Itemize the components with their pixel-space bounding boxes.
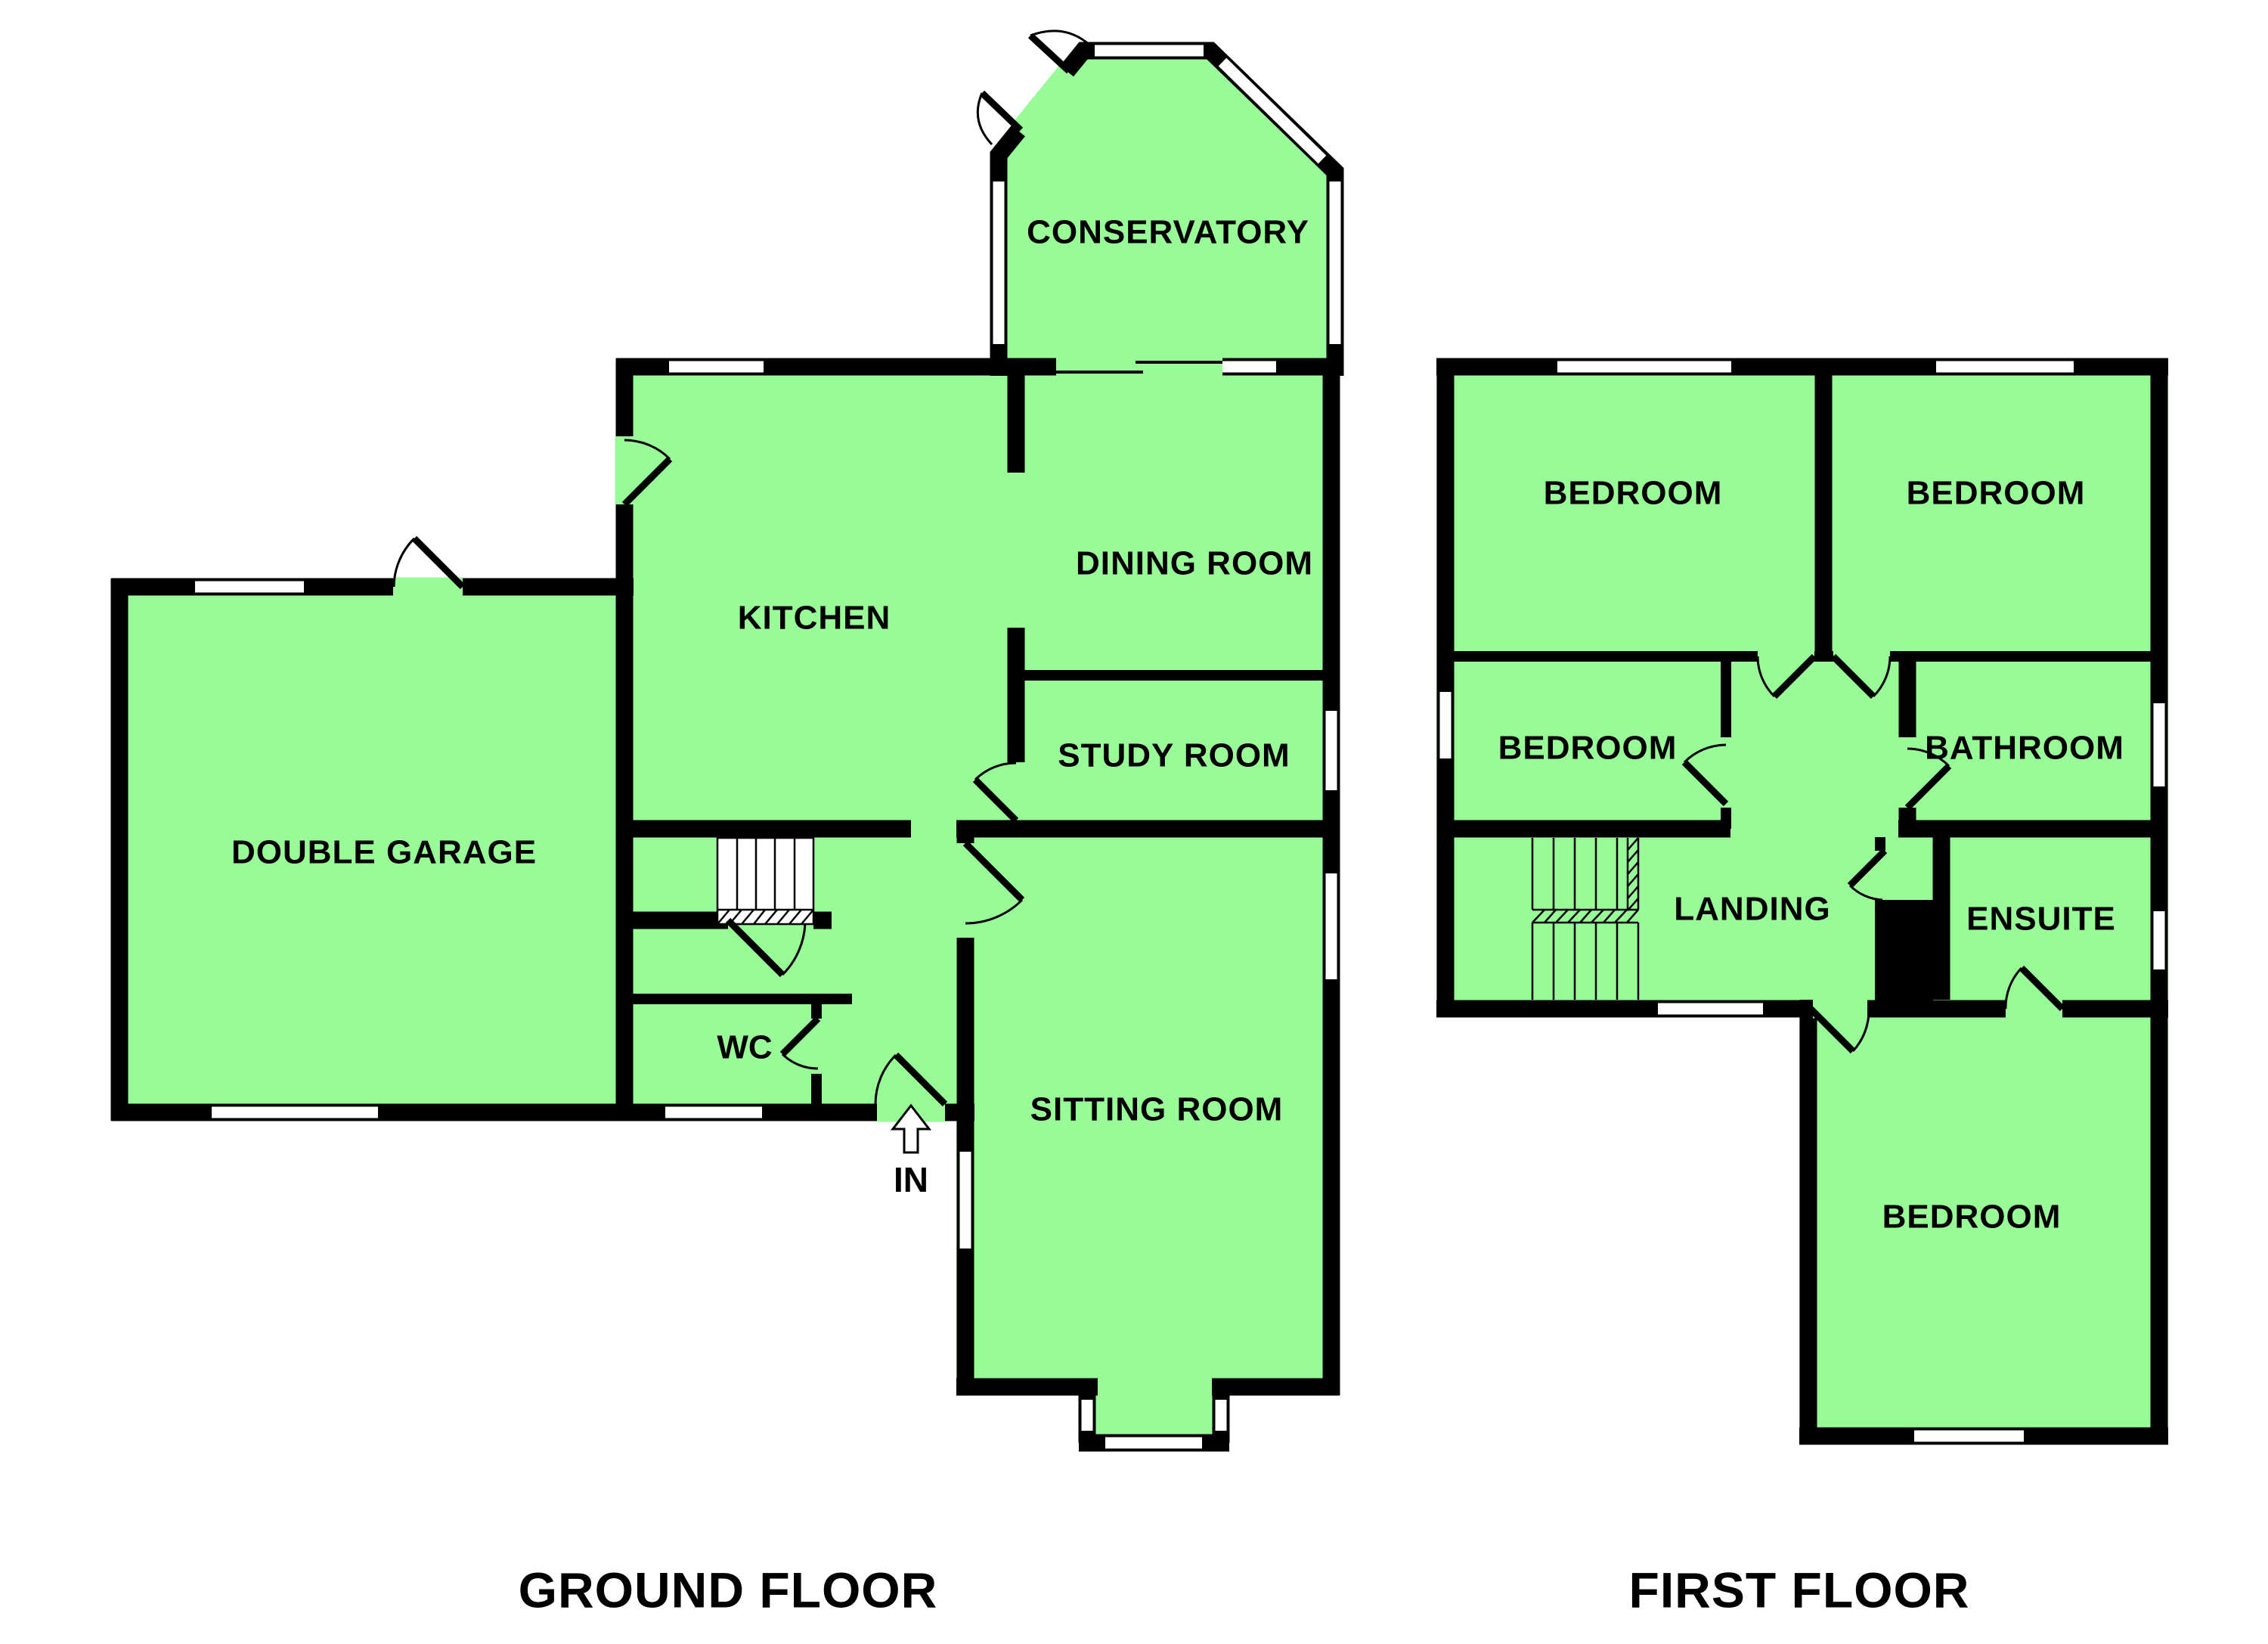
ground-floor-doors xyxy=(392,29,1091,1107)
room-label-landing: LANDING xyxy=(1674,891,1830,928)
first-floor-title: FIRST FLOOR xyxy=(1629,1562,1970,1618)
room-label-bedroom-front-left: BEDROOM xyxy=(1544,475,1723,512)
kitchen-side-door xyxy=(621,439,673,507)
room-label-sitting: SITTING ROOM xyxy=(1030,1091,1284,1128)
ground-floor-labels: CONSERVATORY DINING ROOM KITCHEN STUDY R… xyxy=(231,214,1313,1200)
room-label-conservatory: CONSERVATORY xyxy=(1027,214,1309,251)
void-block xyxy=(1875,900,1933,1017)
room-label-bedroom-front-right: BEDROOM xyxy=(1907,475,2086,512)
room-label-bedroom-master: BEDROOM xyxy=(1882,1199,2062,1236)
ground-floor: CONSERVATORY DINING ROOM KITCHEN STUDY R… xyxy=(110,29,1344,1452)
ground-floor-title: GROUND FLOOR xyxy=(519,1562,938,1618)
room-label-bedroom-side: BEDROOM xyxy=(1498,730,1678,767)
front-door xyxy=(874,1052,948,1107)
entrance-arrow xyxy=(890,1103,932,1154)
first-floor-fill xyxy=(1436,358,2168,1444)
entrance-label: IN xyxy=(894,1160,928,1199)
ground-floor-windows xyxy=(195,45,1341,1449)
room-label-wc: WC xyxy=(717,1029,772,1066)
conservatory-floor xyxy=(990,47,1340,376)
main-house-floor xyxy=(616,358,1340,1451)
bathroom-door xyxy=(1904,747,1952,811)
floor-titles: GROUND FLOOR FIRST FLOOR xyxy=(519,1562,1970,1618)
bedroom-front-left-door xyxy=(1756,653,1817,699)
bedroom-side-door xyxy=(1681,743,1729,807)
bedroom-front-right-door xyxy=(1830,653,1892,699)
first-floor-stairs xyxy=(1531,837,1640,1000)
first-floor-doors xyxy=(1681,653,2065,1054)
ensuite-door xyxy=(2004,965,2065,1012)
garage-floor xyxy=(111,579,639,1121)
master-bedroom-door xyxy=(1808,1006,1870,1054)
wc-door xyxy=(779,1016,821,1070)
first-floor: BEDROOM BEDROOM BEDROOM BATHROOM LANDING… xyxy=(1436,358,2168,1445)
room-label-study: STUDY ROOM xyxy=(1058,737,1290,774)
room-label-dining: DINING ROOM xyxy=(1076,545,1313,582)
hall-door xyxy=(725,917,807,978)
conservatory-garden-door-opening xyxy=(1011,65,1074,137)
first-floor-windows xyxy=(1439,361,2165,1442)
study-door xyxy=(972,762,1019,824)
room-label-kitchen: KITCHEN xyxy=(738,600,891,637)
landing-cupboard-door xyxy=(1847,848,1888,901)
ground-floor-stairs xyxy=(716,836,815,926)
first-floor-openings xyxy=(1758,650,2062,1019)
room-label-garage: DOUBLE GARAGE xyxy=(231,834,537,871)
ground-floor-fill xyxy=(111,47,1340,1451)
sitting-room-door xyxy=(962,840,1025,925)
garage-door xyxy=(392,535,466,590)
room-label-bathroom: BATHROOM xyxy=(1925,730,2124,767)
first-floor-labels: BEDROOM BEDROOM BEDROOM BATHROOM LANDING… xyxy=(1498,475,2124,1236)
room-label-ensuite: ENSUITE xyxy=(1966,901,2116,938)
conservatory-garden-doors xyxy=(976,29,1091,146)
conservatory-window-diag xyxy=(1218,57,1327,164)
